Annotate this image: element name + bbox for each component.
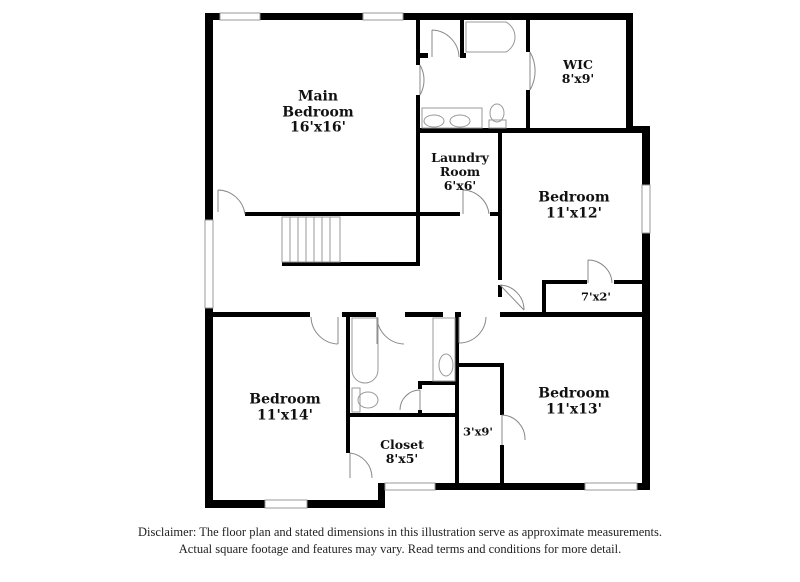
room-name-line: Main [297,88,339,105]
room-label-bedroom-4: Bedroom 11'x13' [538,386,609,417]
room-dimensions: 11'x12' [546,205,602,221]
room-dimensions: 8'x5' [385,451,419,466]
room-label-wic: WIC 8'x9' [562,58,595,86]
room-name-line: Bedroom [282,104,354,121]
room-dimensions: 3'x9' [463,424,493,439]
room-name-line: Bedroom [249,391,321,408]
disclaimer: Disclaimer: The floor plan and stated di… [0,524,800,558]
disclaimer-line-2: Actual square footage and features may v… [178,542,622,556]
room-name-line: Closet [380,437,424,452]
room-name-line: Bedroom [538,189,610,206]
room-dimensions: 11'x14' [257,407,313,423]
room-label-closet-7x2: 7'x2' [581,289,611,304]
room-name-line: Laundry [431,150,489,165]
room-label-bedroom-2: Bedroom 11'x12' [538,190,609,221]
windows [204,12,651,509]
disclaimer-line-1: Disclaimer: The floor plan and stated di… [138,525,662,539]
outer-walls [205,13,650,508]
interior-walls [213,20,644,487]
room-dimensions: 11'x13' [546,401,602,417]
room-label-bedroom-3: Bedroom 11'x14' [249,392,320,423]
room-name-line: WIC [563,57,593,72]
room-dimensions: 7'x2' [581,289,611,304]
room-dimensions: 16'x16' [290,119,346,136]
room-dimensions: 6'x6' [443,178,477,193]
room-name-line: Bedroom [538,385,610,402]
doors [217,29,613,479]
room-label-closet-3x9: 3'x9' [463,424,493,439]
room-name-line: Room [439,164,481,179]
room-label-closet: Closet 8'x5' [380,438,424,466]
room-label-laundry-room: Laundry Room 6'x6' [431,151,489,193]
room-label-main-bedroom: Main Bedroom 16'x16' [282,89,353,136]
fixtures [281,21,516,413]
room-dimensions: 8'x9' [561,71,595,86]
